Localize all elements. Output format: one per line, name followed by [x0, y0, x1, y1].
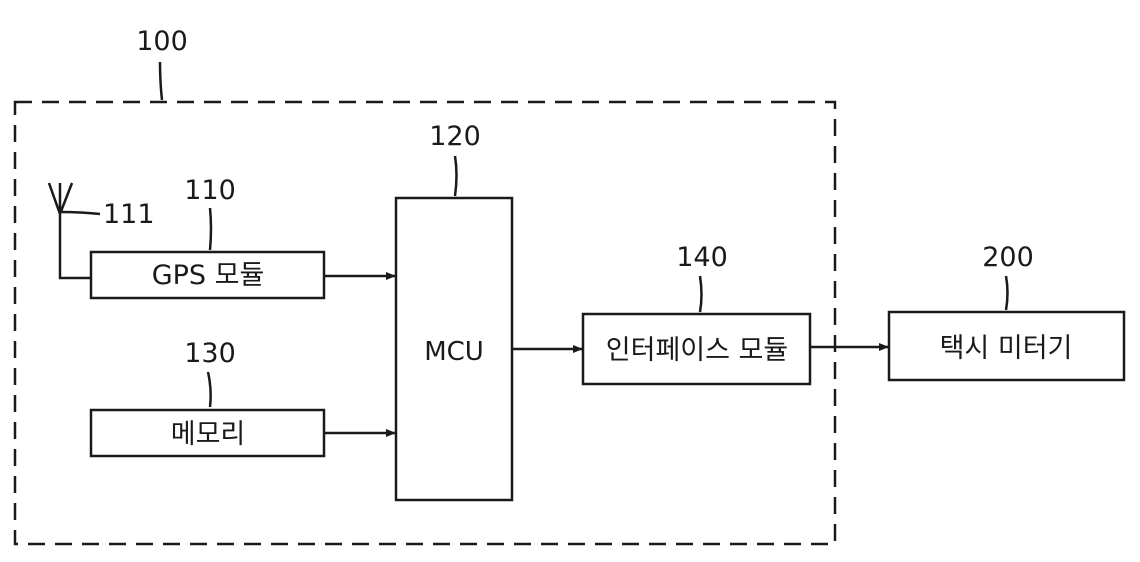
taxi-meter-box — [887, 310, 1126, 382]
antenna-icon — [47, 182, 91, 280]
leader-line-140 — [698, 275, 703, 313]
leader-line-120 — [453, 155, 458, 197]
interface-module-label: 인터페이스 모듈 — [606, 335, 788, 366]
leader-line-200 — [1004, 275, 1009, 311]
gps-module-label: GPS 모듈 — [152, 260, 265, 291]
mcu-box — [394, 196, 514, 502]
ref-label-110: 110 — [184, 175, 236, 206]
leader-line-110 — [208, 207, 213, 251]
system-boundary — [13, 100, 837, 546]
memory-box — [89, 408, 326, 458]
taxi-meter-label: 택시 미터기 — [940, 333, 1073, 364]
leader-line-100 — [158, 61, 164, 101]
ref-label-140: 140 — [676, 242, 728, 273]
ref-label-100: 100 — [136, 26, 188, 57]
ref-label-120: 120 — [429, 121, 481, 152]
ref-label-200: 200 — [982, 242, 1034, 273]
mcu-label: MCU — [424, 337, 484, 367]
leader-line-130 — [206, 371, 212, 408]
leader-line-111 — [61, 210, 101, 216]
interface-module-box — [581, 312, 812, 386]
ref-label-130: 130 — [184, 338, 236, 369]
memory-label: 메모리 — [171, 419, 246, 450]
ref-label-111: 111 — [103, 199, 155, 230]
